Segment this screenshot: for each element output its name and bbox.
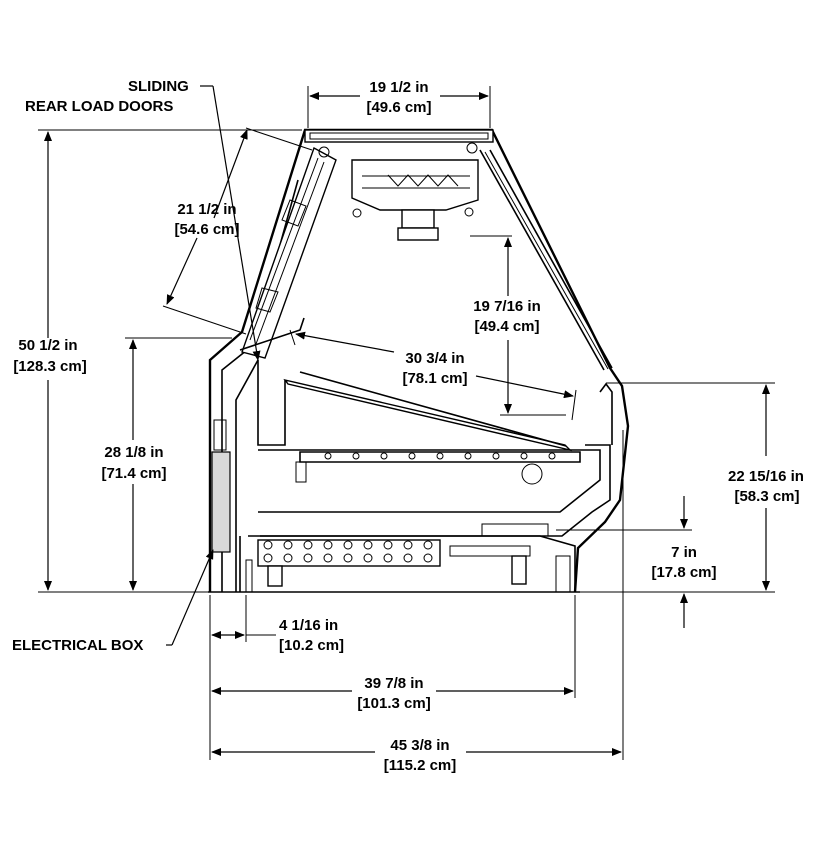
dim-glass-height: 19 7/16 in bbox=[473, 298, 541, 315]
dim-front-height-cm: [58.3 cm] bbox=[734, 488, 799, 505]
dim-total-height-cm: [128.3 cm] bbox=[13, 358, 86, 375]
dim-base-depth: 39 7/8 in bbox=[364, 675, 423, 692]
dim-rear-height-cm: [71.4 cm] bbox=[101, 465, 166, 482]
case-body bbox=[208, 128, 630, 593]
dim-top-width: 19 1/2 in bbox=[369, 79, 428, 96]
dim-top-width-cm: [49.6 cm] bbox=[366, 99, 431, 116]
dim-overall-depth-cm: [115.2 cm] bbox=[384, 757, 457, 774]
dim-rear-height: 28 1/8 in bbox=[104, 444, 163, 461]
dim-door-length: 21 1/2 in bbox=[177, 201, 236, 218]
dim-deck-depth: 30 3/4 in bbox=[405, 350, 464, 367]
label-rear-load-doors: REAR LOAD DOORS bbox=[25, 98, 173, 115]
dim-base-height: 7 in bbox=[671, 544, 697, 561]
dim-total-height: 50 1/2 in bbox=[18, 337, 77, 354]
dimension-labels: SLIDING REAR LOAD DOORS 19 1/2 in [49.6 … bbox=[12, 78, 804, 774]
dim-door-length-cm: [54.6 cm] bbox=[174, 221, 239, 238]
dim-rear-offset: 4 1/16 in bbox=[279, 617, 338, 634]
label-electrical-box: ELECTRICAL BOX bbox=[12, 637, 143, 654]
dim-rear-offset-cm: [10.2 cm] bbox=[279, 637, 344, 654]
dim-deck-depth-cm: [78.1 cm] bbox=[402, 370, 467, 387]
label-sliding: SLIDING bbox=[128, 78, 189, 95]
dim-base-height-cm: [17.8 cm] bbox=[651, 564, 716, 581]
dim-overall-depth: 45 3/8 in bbox=[390, 737, 449, 754]
dimension-lines bbox=[38, 85, 775, 760]
dim-glass-height-cm: [49.4 cm] bbox=[474, 318, 539, 335]
dim-front-height: 22 15/16 in bbox=[728, 468, 804, 485]
dim-base-depth-cm: [101.3 cm] bbox=[357, 695, 430, 712]
